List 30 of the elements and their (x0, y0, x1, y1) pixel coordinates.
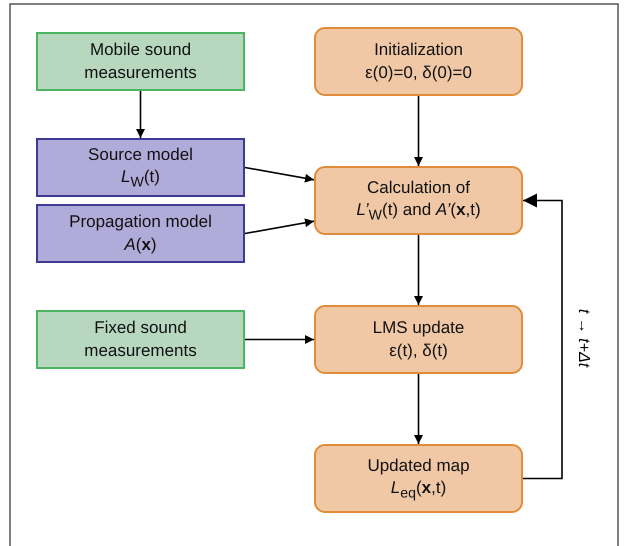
formula-text: ε(0)=0, δ(0)=0 (365, 62, 472, 84)
arrow (414, 235, 423, 305)
formula-text: A(x) (124, 234, 157, 256)
arrow (414, 374, 423, 444)
arrow (244, 218, 314, 234)
box-title: Mobile sound measurements (83, 39, 198, 84)
formula-text: L$_{W}$(t) (121, 166, 160, 192)
measurement-box (36, 310, 245, 369)
process-box (314, 305, 523, 374)
box-title: Source model (88, 144, 193, 166)
box-title: Updated map (367, 454, 470, 477)
box-title: Calculation of (366, 176, 470, 199)
process-box (314, 27, 523, 96)
box-title: Initialization (374, 39, 463, 62)
model-box (36, 204, 245, 263)
arrow (244, 166, 314, 183)
box-title: Fixed sound measurements (83, 317, 198, 362)
arrow (136, 91, 145, 138)
model-box (36, 138, 245, 197)
formula-text: L’$_{W}$(t) and A’(x,t) (356, 198, 481, 224)
process-box (314, 444, 523, 513)
arrow (414, 96, 423, 166)
box-title: Propagation model (69, 211, 212, 234)
box-title: LMS update (372, 317, 464, 340)
measurement-box (36, 32, 245, 91)
formula-text: ε(t), δ(t) (389, 340, 448, 362)
formula-text: L$_{eq}$(x,t) (390, 476, 446, 502)
arrow (523, 194, 563, 480)
arrow (245, 335, 314, 344)
process-box (314, 166, 523, 235)
